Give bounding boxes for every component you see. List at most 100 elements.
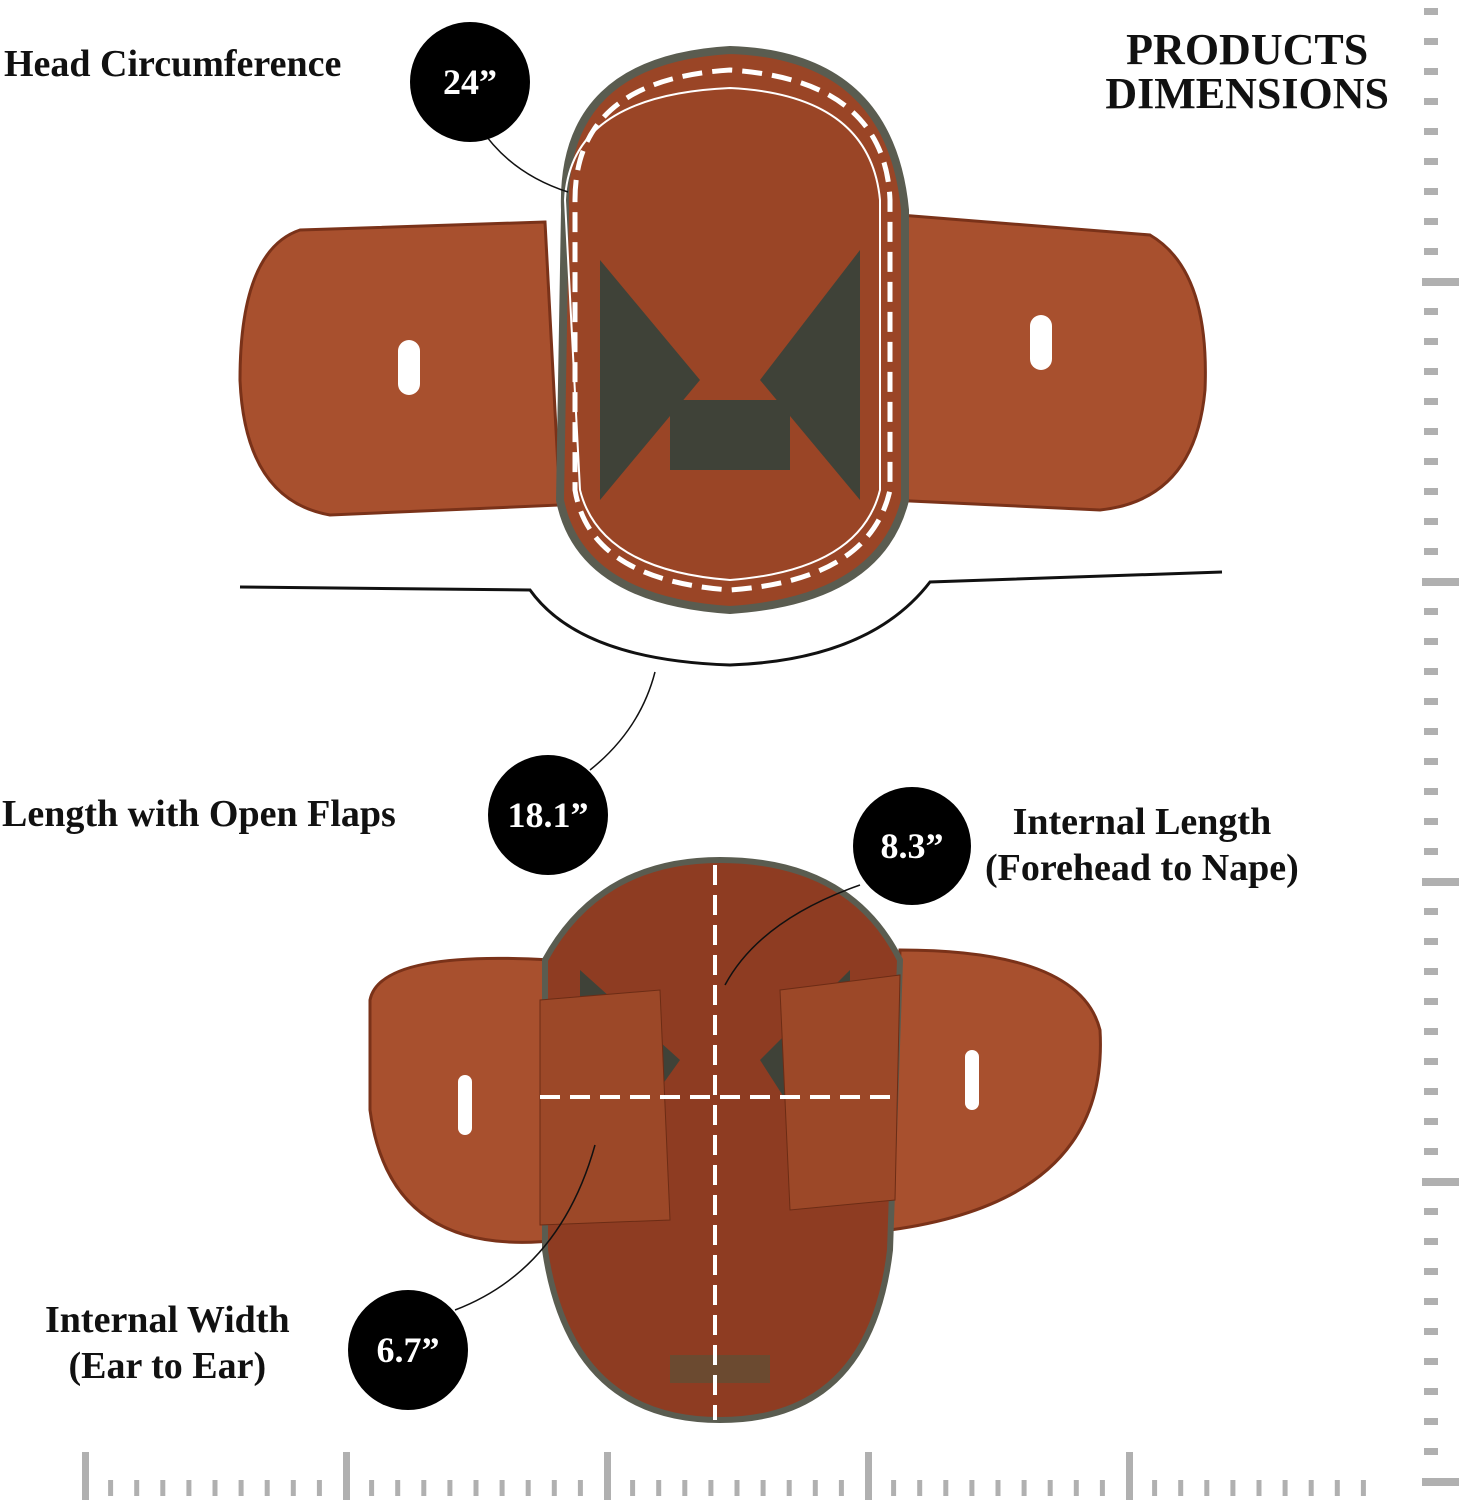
ruler-tick <box>1424 1028 1438 1035</box>
ruler-tick <box>1424 938 1438 945</box>
ruler-tick <box>1424 698 1438 705</box>
internal-width-subtitle: (Ear to Ear) <box>68 1344 267 1387</box>
ruler-tick <box>1424 1268 1438 1275</box>
ruler-tick <box>1424 608 1438 615</box>
ruler-tick <box>160 1480 166 1496</box>
ruler-tick <box>343 1452 350 1500</box>
ruler-tick <box>1424 308 1438 315</box>
ruler-tick <box>1424 1328 1438 1335</box>
ruler-tick <box>1424 1358 1438 1365</box>
ruler-tick <box>1178 1480 1184 1496</box>
ruler-tick <box>1424 1388 1438 1395</box>
ruler-tick <box>1360 1480 1366 1496</box>
ruler-tick <box>1073 1480 1079 1496</box>
ruler-tick <box>1424 98 1438 105</box>
ruler-tick <box>1424 1208 1438 1215</box>
ruler-tick <box>1424 128 1438 135</box>
ruler-tick <box>577 1480 583 1496</box>
ruler-tick <box>499 1480 505 1496</box>
ruler-tick <box>1424 1118 1438 1125</box>
ruler-tick <box>917 1480 923 1496</box>
ruler-tick <box>1126 1452 1133 1500</box>
ruler-tick <box>943 1480 949 1496</box>
ruler-tick <box>1424 338 1438 345</box>
ruler-tick <box>82 1452 89 1500</box>
ruler-tick <box>1422 278 1459 286</box>
ruler-tick <box>630 1480 636 1496</box>
ruler-tick <box>1152 1480 1158 1496</box>
ruler-tick <box>1334 1480 1340 1496</box>
ruler-tick <box>1424 398 1438 405</box>
ruler-tick <box>1424 38 1438 45</box>
ruler-tick <box>1424 668 1438 675</box>
ruler-tick <box>1422 1178 1459 1186</box>
internal-width-badge: 6.7” <box>348 1290 468 1410</box>
ruler-tick <box>525 1480 531 1496</box>
ruler-tick <box>238 1480 244 1496</box>
internal-length-label: Internal Length (Forehead to Nape) <box>985 800 1299 891</box>
ruler-tick <box>1424 1238 1438 1245</box>
ruler-tick <box>1424 998 1438 1005</box>
ruler-tick <box>1424 8 1438 15</box>
ruler-tick <box>1230 1480 1236 1496</box>
ruler-right <box>1422 8 1459 1486</box>
helmet-open-flaps <box>238 45 1207 615</box>
ruler-tick <box>551 1480 557 1496</box>
ruler-tick <box>891 1480 897 1496</box>
ruler-tick <box>969 1480 975 1496</box>
ruler-tick <box>1424 158 1438 165</box>
ruler-tick <box>1047 1480 1053 1496</box>
ruler-tick <box>995 1480 1001 1496</box>
ruler-tick <box>760 1480 766 1496</box>
ruler-tick <box>734 1480 740 1496</box>
internal-width-title: Internal Width <box>45 1299 290 1341</box>
ruler-tick <box>865 1452 872 1500</box>
ruler-tick <box>134 1480 140 1496</box>
ruler-tick <box>1424 1448 1438 1455</box>
ruler-tick <box>1424 1418 1438 1425</box>
ruler-tick <box>447 1480 453 1496</box>
ruler-tick <box>708 1480 714 1496</box>
ruler-tick <box>604 1452 611 1500</box>
ruler-tick <box>212 1480 218 1496</box>
helmet-top-view <box>368 856 1102 1424</box>
internal-length-subtitle: (Forehead to Nape) <box>985 846 1299 889</box>
ruler-tick <box>1204 1480 1210 1496</box>
ruler-tick <box>838 1480 844 1496</box>
internal-width-label: Internal Width (Ear to Ear) <box>45 1298 290 1389</box>
ruler-tick <box>316 1480 322 1496</box>
ruler-tick <box>369 1480 375 1496</box>
ruler-tick <box>1422 578 1459 586</box>
ruler-tick <box>108 1480 114 1496</box>
ruler-tick <box>1424 728 1438 735</box>
ruler-tick <box>1424 488 1438 495</box>
ruler-tick <box>656 1480 662 1496</box>
ruler-tick <box>1424 1058 1438 1065</box>
ruler-tick <box>1424 458 1438 465</box>
ruler-tick <box>1424 968 1438 975</box>
ruler-tick <box>1424 638 1438 645</box>
ruler-tick <box>1099 1480 1105 1496</box>
ruler-tick <box>1424 788 1438 795</box>
ruler-tick <box>1424 248 1438 255</box>
ruler-tick <box>1424 908 1438 915</box>
ruler-tick <box>1424 848 1438 855</box>
length-open-flaps-label: Length with Open Flaps <box>2 793 396 835</box>
page-title: PRODUCTS DIMENSIONS <box>1105 28 1389 116</box>
ruler-tick <box>1021 1480 1027 1496</box>
ruler-tick <box>421 1480 427 1496</box>
head-circumference-label: Head Circumference <box>4 43 342 85</box>
title-line-2: DIMENSIONS <box>1105 69 1389 118</box>
ruler-tick <box>1424 188 1438 195</box>
length-open-flaps-badge: 18.1” <box>488 755 608 875</box>
ruler-tick <box>1424 218 1438 225</box>
ruler-tick <box>1424 818 1438 825</box>
ruler-tick <box>1424 1088 1438 1095</box>
ruler-tick <box>290 1480 296 1496</box>
ruler-tick <box>1424 428 1438 435</box>
ruler-tick <box>1424 368 1438 375</box>
ruler-tick <box>1256 1480 1262 1496</box>
head-circumference-badge: 24” <box>410 22 530 142</box>
ruler-tick <box>1422 878 1459 886</box>
